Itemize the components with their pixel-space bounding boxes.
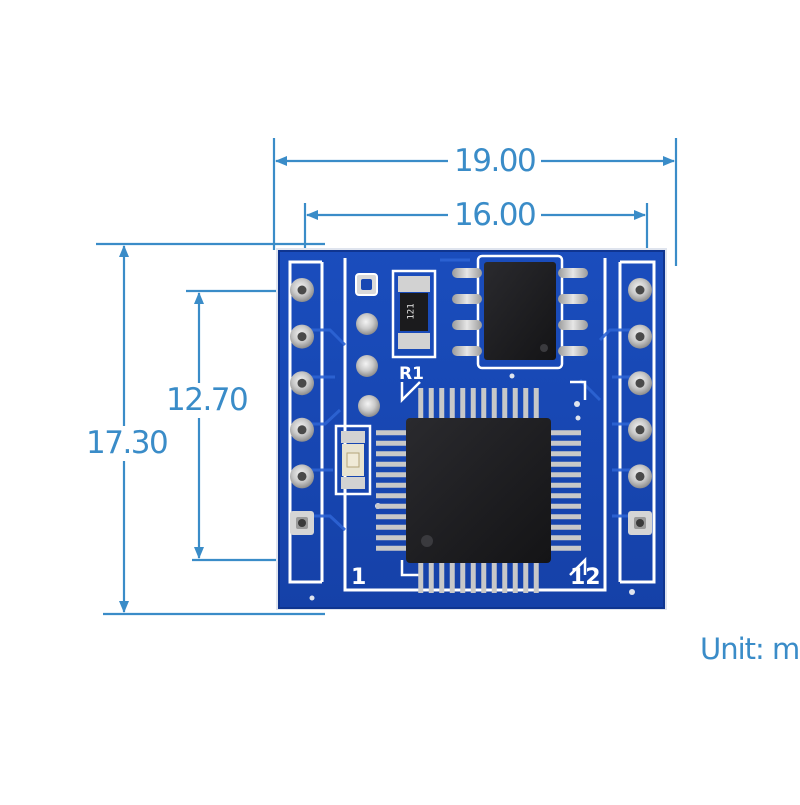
qfp-leg: [481, 563, 487, 593]
qfp48-chip: [376, 380, 587, 593]
qfp-leg: [439, 388, 445, 418]
qfp-leg: [491, 388, 497, 418]
led: [334, 424, 372, 496]
resistor-marking: 121: [406, 303, 417, 320]
qfp-leg: [551, 472, 581, 478]
soic-leg: [558, 320, 588, 330]
qfp-leg: [376, 524, 406, 530]
qfp-leg: [376, 482, 406, 488]
test-pad: [356, 313, 378, 335]
soic8-chip: [452, 254, 588, 370]
qfp-leg: [481, 388, 487, 418]
resistor-r1: [391, 269, 437, 359]
qfp-leg: [551, 524, 581, 530]
test-pads: [355, 273, 380, 417]
qfp-leg: [376, 545, 406, 551]
soic-leg: [452, 320, 482, 330]
qfp-leg: [523, 388, 529, 418]
qfp-leg: [418, 563, 424, 593]
soic-leg: [558, 346, 588, 356]
test-pad: [358, 395, 380, 417]
soic-leg: [452, 346, 482, 356]
qfp-leg: [512, 388, 518, 418]
qfp-leg: [376, 472, 406, 478]
qfp-leg: [449, 388, 455, 418]
qfp-leg: [533, 388, 539, 418]
qfp-leg: [376, 503, 406, 509]
qfp-leg: [376, 440, 406, 446]
unit-label: Unit: mm: [700, 634, 800, 666]
dim-label-overall-height: 17.30: [84, 425, 170, 461]
qfp-leg: [470, 388, 476, 418]
soic-leg: [558, 268, 588, 278]
dim-label-overall-width: 19.00: [448, 146, 542, 177]
qfp-leg: [460, 563, 466, 593]
qfp-leg: [376, 430, 406, 436]
qfp-leg: [376, 451, 406, 457]
qfp-leg: [439, 563, 445, 593]
qfp-leg: [460, 388, 466, 418]
qfp-leg: [428, 563, 434, 593]
test-pad: [356, 355, 378, 377]
dim-label-pin-span-width: 16.00: [448, 200, 542, 231]
qfp-leg: [428, 388, 434, 418]
qfp-leg: [551, 430, 581, 436]
qfp-leg: [551, 535, 581, 541]
qfp-leg: [551, 493, 581, 499]
qfp-leg: [512, 563, 518, 593]
silk-label-pin-1: 1: [351, 565, 367, 590]
qfp-leg: [491, 563, 497, 593]
qfp-leg: [551, 461, 581, 467]
qfp-leg: [502, 563, 508, 593]
qfp-leg: [551, 451, 581, 457]
qfp-leg: [376, 461, 406, 467]
qfp-leg: [449, 563, 455, 593]
qfp-leg: [523, 563, 529, 593]
qfp-leg: [551, 482, 581, 488]
soic-leg: [452, 268, 482, 278]
qfp-leg: [376, 514, 406, 520]
qfp-leg: [470, 563, 476, 593]
qfp-leg: [551, 503, 581, 509]
qfp-leg: [551, 514, 581, 520]
soic-leg: [558, 294, 588, 304]
soic-leg: [452, 294, 482, 304]
qfp-leg: [502, 388, 508, 418]
pin-header-left: [290, 278, 314, 535]
dim-label-pin-span-height: 12.70: [164, 382, 250, 418]
qfp-leg: [533, 563, 539, 593]
silk-label-pin-12: 12: [570, 565, 601, 590]
qfp-leg: [551, 545, 581, 551]
qfp-leg: [418, 388, 424, 418]
qfp-leg: [376, 493, 406, 499]
pin-header-right: [628, 278, 652, 535]
silk-label-r1: R1: [399, 364, 424, 384]
qfp-leg: [551, 440, 581, 446]
qfp-leg: [376, 535, 406, 541]
